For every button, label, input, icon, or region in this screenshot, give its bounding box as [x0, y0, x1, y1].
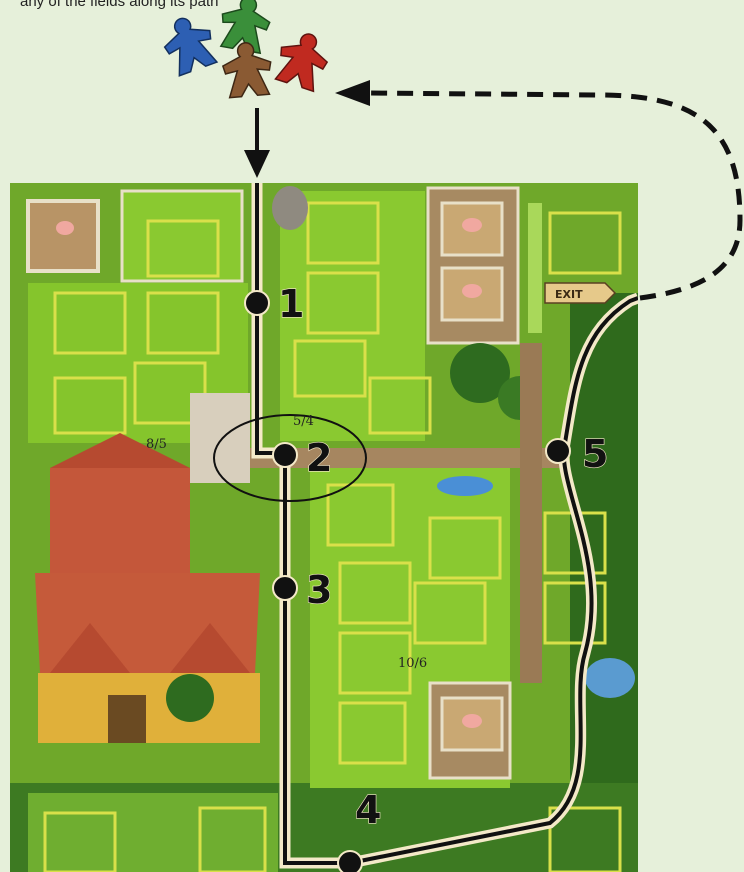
score-label-c: 10/6	[398, 656, 427, 671]
svg-text:EXIT: EXIT	[555, 288, 583, 301]
blue-meeple-icon	[157, 11, 220, 77]
exit-sign: EXIT	[545, 283, 615, 303]
brown-meeple-icon	[221, 41, 273, 98]
svg-text:4: 4	[355, 788, 381, 832]
score-label-b: 5/4	[293, 414, 314, 429]
svg-text:2: 2	[306, 436, 332, 480]
game-board: EXIT 8/5 5/4 10/6 1 2 3 4 5	[10, 183, 638, 872]
svg-text:5: 5	[582, 432, 608, 476]
meeple-group	[157, 0, 333, 98]
pig-pen-topleft	[28, 201, 98, 271]
svg-text:3: 3	[306, 568, 332, 612]
entry-arrow	[244, 108, 270, 178]
score-label-a: 8/5	[146, 437, 167, 452]
board-map: EXIT 8/5 5/4 10/6 1 2 3 4 5	[10, 183, 638, 872]
green-meeple-icon	[217, 0, 274, 54]
red-meeple-icon	[272, 27, 334, 93]
svg-text:1: 1	[278, 282, 304, 326]
top-caption: any of the fields along its path	[20, 0, 218, 10]
